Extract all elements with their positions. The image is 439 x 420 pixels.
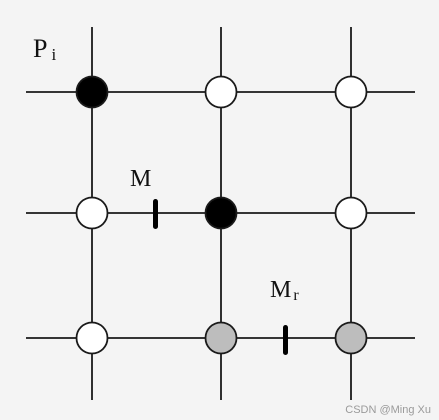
grid-node-filled-r1c1 bbox=[75, 75, 109, 109]
grid-node-empty-r3c1 bbox=[75, 321, 109, 355]
grid-node-gray-r3c3 bbox=[334, 321, 368, 355]
grid-node-filled-r2c2 bbox=[204, 196, 238, 230]
label-pi-subscript: i bbox=[51, 45, 56, 64]
grid-node-empty-r2c3 bbox=[334, 196, 368, 230]
watermark: CSDN @Ming Xu bbox=[345, 404, 431, 416]
grid-node-gray-r3c2 bbox=[204, 321, 238, 355]
midpoint-mark-mr bbox=[283, 325, 288, 355]
midpoint-mark-m bbox=[153, 199, 158, 229]
label-pi-main: P bbox=[33, 34, 47, 63]
label-mr-subscript: r bbox=[293, 287, 299, 304]
grid-node-empty-r1c2 bbox=[204, 75, 238, 109]
grid-node-empty-r1c3 bbox=[334, 75, 368, 109]
grid-nodes bbox=[75, 75, 368, 355]
label-mr-main: M bbox=[270, 277, 291, 303]
grid-node-empty-r2c1 bbox=[75, 196, 109, 230]
midpoint-marks bbox=[153, 199, 288, 355]
label-m: M bbox=[130, 166, 151, 192]
